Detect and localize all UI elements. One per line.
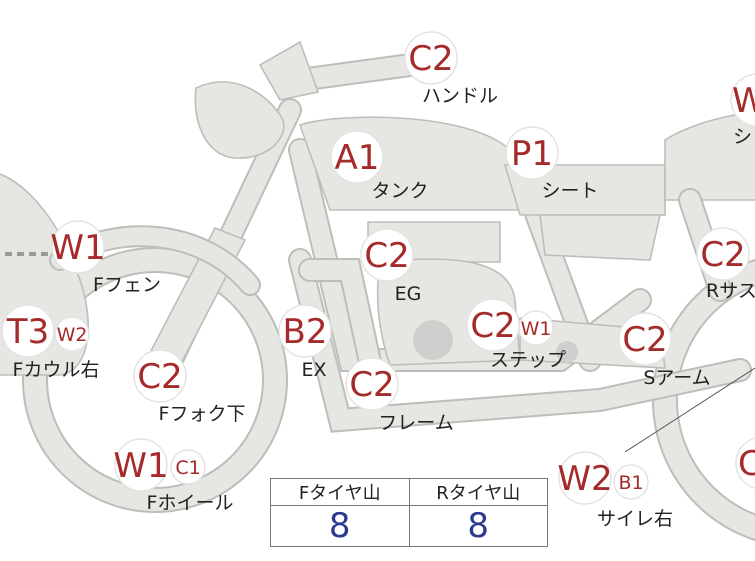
part-code: W	[732, 81, 755, 121]
rear-tire-header: Rタイヤ山	[408, 478, 548, 506]
seat-shape	[503, 164, 666, 216]
part-code: C2	[408, 39, 453, 79]
part-code: W1	[50, 228, 105, 268]
part-code: C	[738, 444, 755, 484]
part-label-step: C2 W1 ステップ	[466, 298, 566, 371]
part-code: C2	[364, 236, 409, 276]
part-label: EG	[395, 283, 422, 305]
part-code: C2	[137, 357, 182, 397]
part-label-fork-lower: C2 Fフォク下	[133, 349, 246, 425]
rear-cowl-shape	[664, 111, 755, 201]
front-tire-value: 8	[270, 505, 410, 547]
part-label-rear-wheel-cut: C	[735, 437, 755, 489]
part-label-front-cowl-right: T3 W2 Fカウル右	[1, 304, 100, 381]
part-label-rear-suspension: C2 Rサス	[696, 227, 755, 302]
part-label: Fフォク下	[159, 403, 246, 425]
part-label: サイレ右	[597, 508, 673, 530]
rear-tire-value: 8	[408, 505, 548, 547]
part-code: A1	[335, 138, 380, 178]
part-label: シート	[541, 180, 598, 202]
part-label-front-wheel: W1 C1 Fホイール	[113, 438, 234, 514]
part-label-handle: C2 ハンドル	[404, 31, 498, 107]
part-label: ステップ	[490, 349, 566, 371]
part-label-silencer-right: W2 B1 サイレ右	[557, 451, 673, 530]
part-label-seat-rear-cut: W シ	[730, 73, 755, 148]
part-label: フレーム	[378, 412, 453, 434]
part-label: Fカウル右	[13, 359, 100, 381]
part-code: C2	[700, 235, 745, 275]
part-code: C2	[470, 306, 515, 346]
part-subcode: C1	[175, 457, 200, 479]
part-code: T3	[6, 312, 49, 352]
part-subcode: W1	[521, 318, 552, 340]
handlebar-clamp-shape	[258, 40, 320, 101]
part-label: Rサス	[706, 280, 755, 302]
part-label: シ	[733, 126, 752, 148]
part-label-swing-arm: C2 Sアーム	[618, 312, 711, 389]
part-subcode: B1	[618, 472, 643, 494]
part-code: C2	[622, 320, 667, 360]
part-label-frame: C2 フレーム	[345, 357, 454, 434]
tire-tread-table: Fタイヤ山 Rタイヤ山 8 8	[270, 478, 548, 547]
front-tire-header: Fタイヤ山	[270, 478, 410, 506]
part-subcode: W2	[57, 324, 88, 346]
part-label: EX	[301, 359, 326, 381]
part-label: Fホイール	[147, 492, 234, 514]
part-code: P1	[511, 134, 553, 174]
part-label: Fフェン	[93, 274, 161, 296]
part-label-tank: A1 タンク	[330, 130, 429, 202]
engine-cover-shape	[413, 320, 453, 360]
part-label-engine: C2 EG	[360, 228, 422, 305]
part-label: タンク	[371, 180, 428, 202]
part-label-front-fender: W1 Fフェン	[50, 220, 161, 296]
part-label-exhaust: B2 EX	[278, 304, 332, 381]
part-code: C2	[349, 365, 394, 405]
part-label: ハンドル	[422, 85, 498, 107]
part-label-seat: P1 シート	[505, 126, 599, 202]
seat-lower-shape	[539, 214, 661, 261]
part-label: Sアーム	[643, 367, 710, 389]
part-code: W2	[557, 459, 612, 499]
part-code: W1	[113, 446, 168, 486]
headlight-shape	[194, 81, 285, 159]
part-code: B2	[283, 312, 328, 352]
